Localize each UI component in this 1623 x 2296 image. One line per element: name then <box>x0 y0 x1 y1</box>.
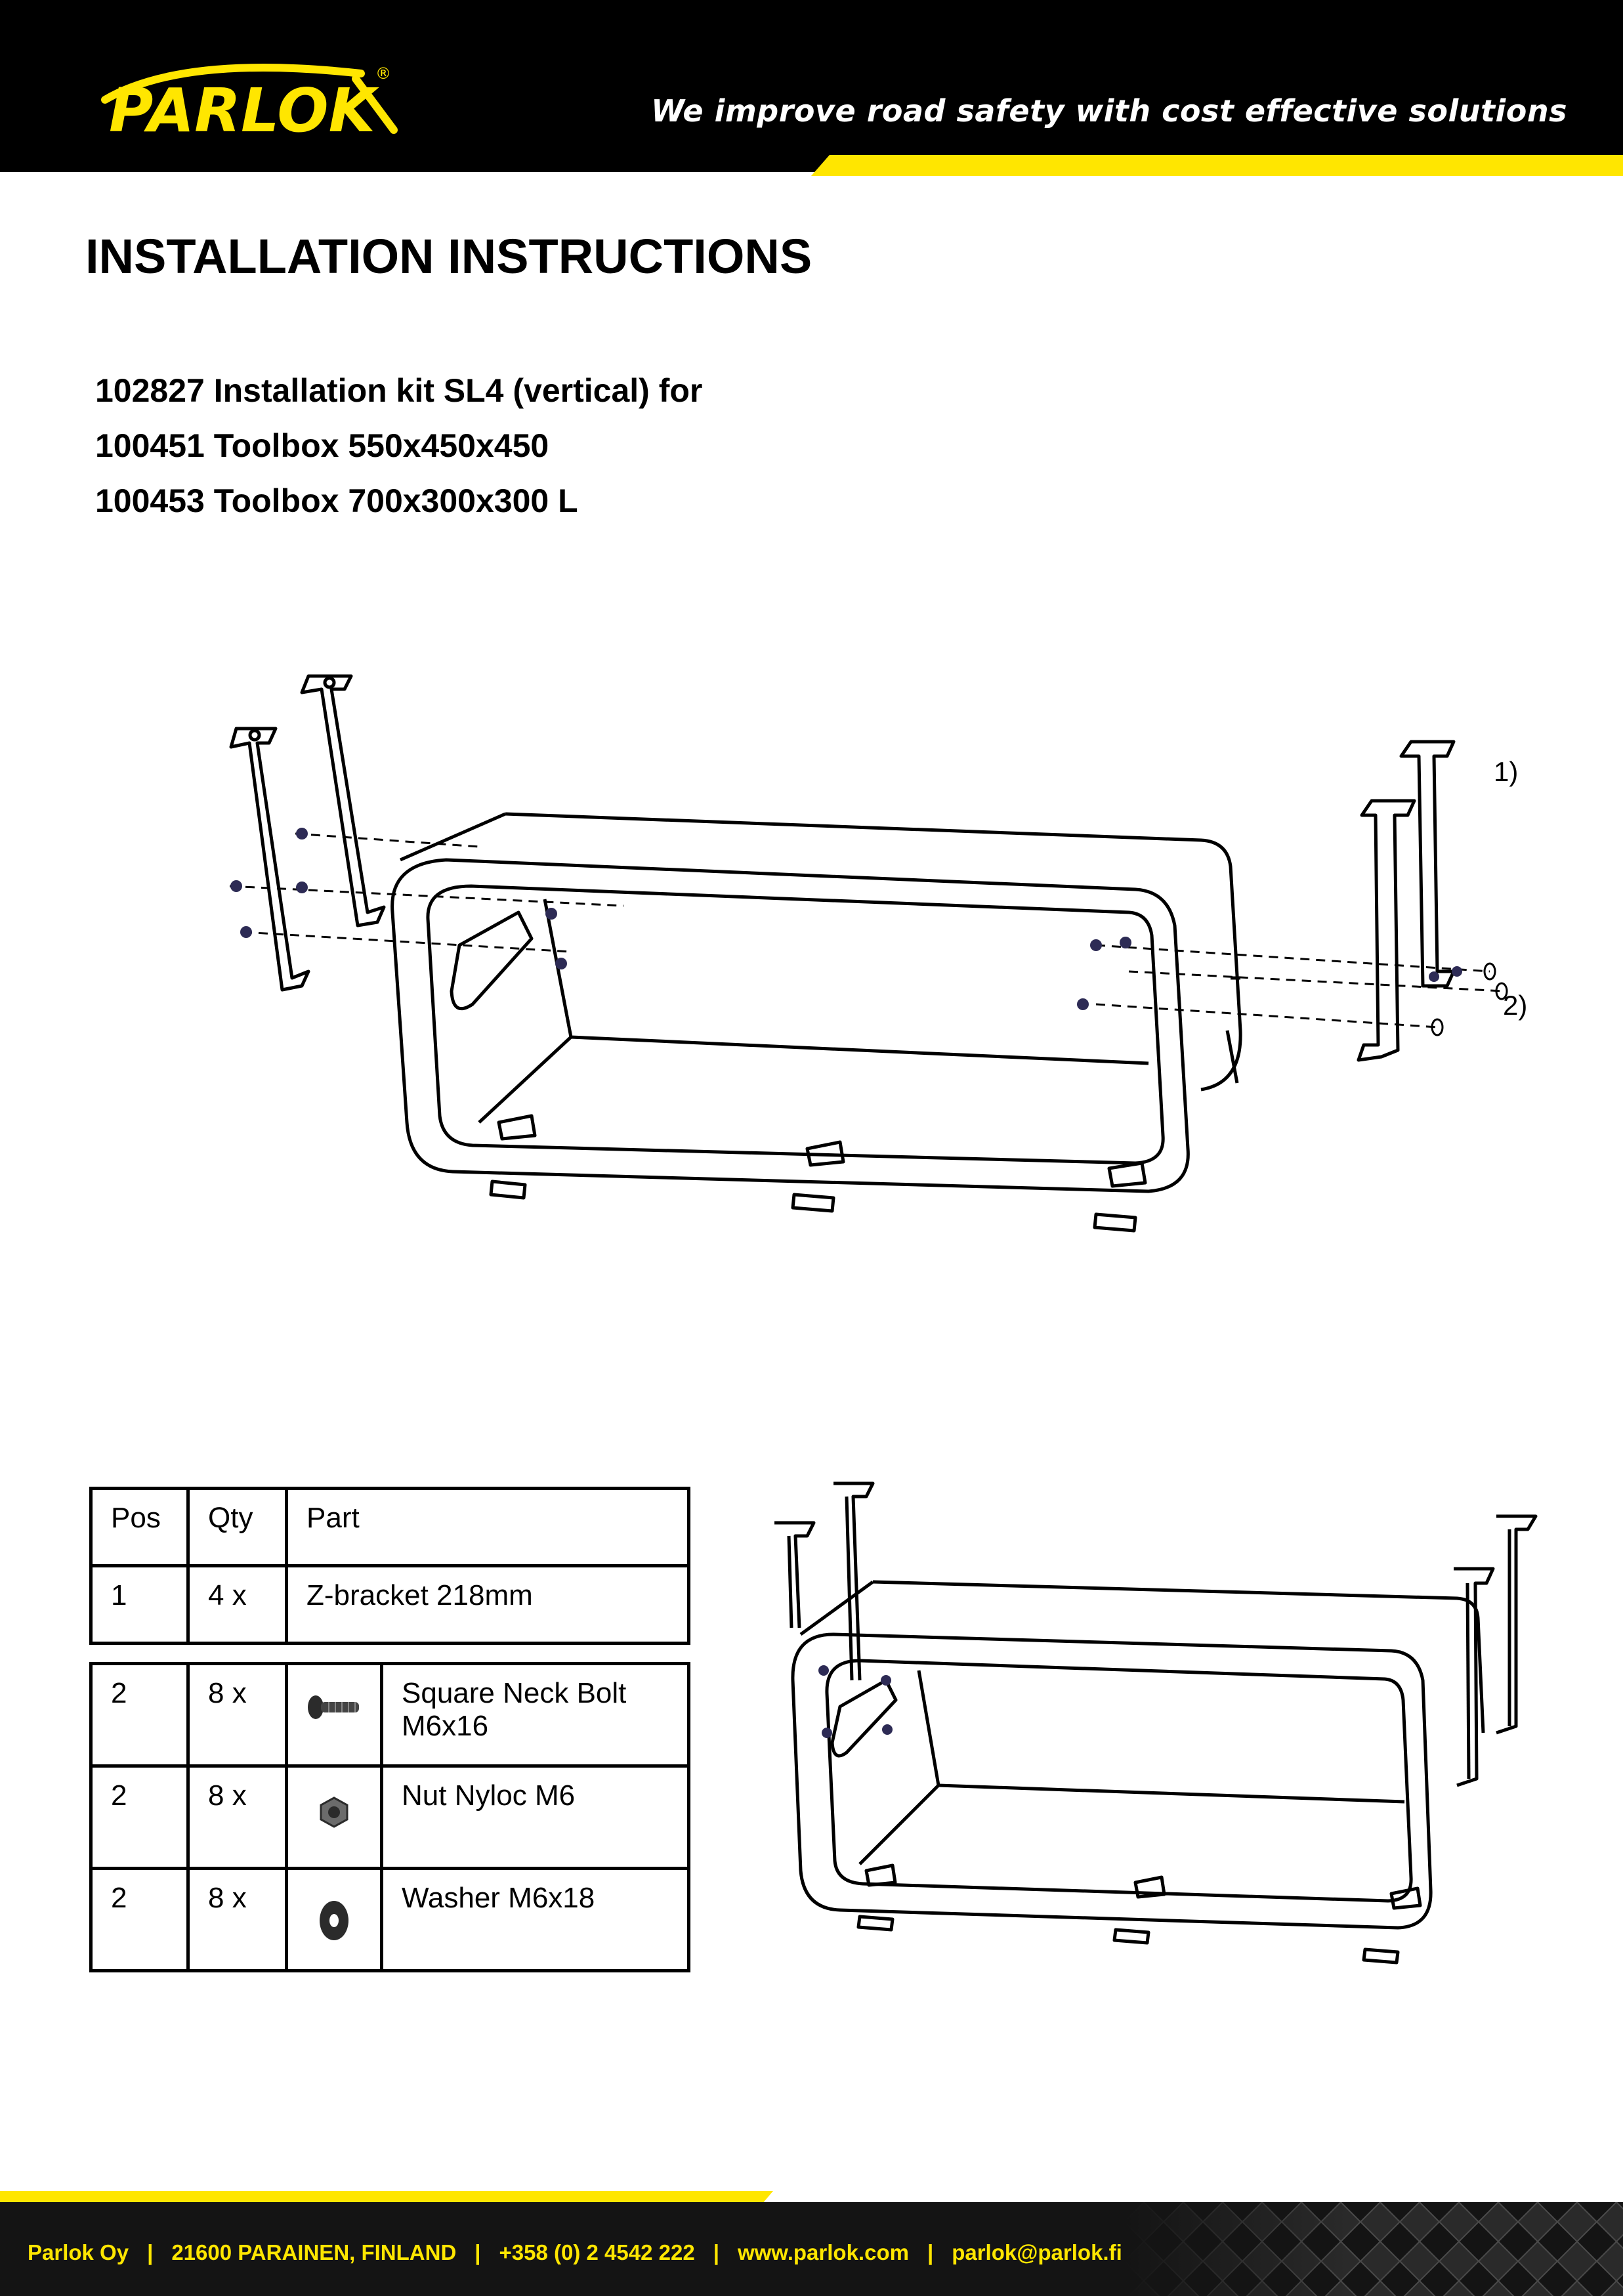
z-bracket-right-pair <box>1454 1514 1538 1787</box>
fasteners <box>230 828 1462 1010</box>
cell-pos: 1 <box>89 1564 190 1645</box>
fastener-lines <box>229 832 1504 1029</box>
parts-table-hardware: 2 8 x Square Neck Bolt M6x16 2 8 x Nut N… <box>89 1662 690 1972</box>
nut-icon <box>320 1796 348 1828</box>
footer-diamond-pattern <box>1124 2202 1623 2296</box>
toolbox-outline <box>791 1580 1485 1965</box>
cell-part: Square Neck Bolt M6x16 <box>380 1662 690 1768</box>
cell-qty: 8 x <box>186 1867 288 1972</box>
page-footer: Parlok Oy | 21600 PARAINEN, FINLAND | +358 (… <box>0 2202 1623 2296</box>
logo-wordmark: PARLOK <box>109 75 379 138</box>
cell-part: Washer M6x18 <box>380 1867 690 1972</box>
cell-pos: 2 <box>89 1662 190 1768</box>
fasteners <box>818 1665 893 1738</box>
table-row: 1 4 x Z-bracket 218mm <box>89 1564 690 1645</box>
washer-icon <box>320 1901 348 1940</box>
z-bracket-left-front <box>229 727 310 992</box>
footer-separator: | <box>927 2240 934 2264</box>
cell-icon <box>285 1867 383 1972</box>
header-qty: Qty <box>186 1487 288 1567</box>
bolt-icon <box>308 1695 359 1719</box>
exploded-view-drawing <box>203 663 1549 1267</box>
cell-qty: 8 x <box>186 1764 288 1870</box>
page-header: PARLOK ® We improve road safety with cos… <box>0 0 1623 172</box>
header-part: Part <box>285 1487 690 1567</box>
z-bracket-left-rear <box>300 674 386 927</box>
footer-separator: | <box>147 2240 154 2264</box>
parlok-logo: PARLOK ® <box>85 59 400 138</box>
footer-website-link[interactable]: www.parlok.com <box>737 2240 909 2264</box>
cell-part: Nut Nyloc M6 <box>380 1764 690 1870</box>
cell-pos: 2 <box>89 1764 190 1870</box>
toolbox-outline <box>390 812 1242 1233</box>
callout-1: 1) <box>1494 756 1519 787</box>
z-bracket-right-rear <box>1399 740 1456 988</box>
assembled-view-drawing <box>761 1470 1549 1982</box>
cell-qty: 4 x <box>186 1564 288 1645</box>
header-yellow-stripe <box>811 155 1623 176</box>
z-bracket-left-pair <box>774 1481 875 1681</box>
kit-description-line: 102827 Installation kit SL4 (vertical) f… <box>95 372 703 409</box>
footer-company: Parlok Oy <box>28 2240 129 2264</box>
z-bracket-right-front <box>1357 799 1416 1062</box>
footer-email-link[interactable]: parlok@parlok.fi <box>952 2240 1122 2264</box>
table-row: 2 8 x Nut Nyloc M6 <box>89 1764 690 1870</box>
table-row: 2 8 x Square Neck Bolt M6x16 <box>89 1662 690 1768</box>
cell-part: Z-bracket 218mm <box>285 1564 690 1645</box>
footer-contact-line: Parlok Oy | 21600 PARAINEN, FINLAND | +358 (… <box>28 2240 1122 2265</box>
footer-separator: | <box>713 2240 719 2264</box>
parts-table-brackets: Pos Qty Part 1 4 x Z-bracket 218mm <box>89 1487 690 1645</box>
footer-address: 21600 PARAINEN, FINLAND <box>171 2240 457 2264</box>
bolt-heads <box>1431 962 1508 1036</box>
header-pos: Pos <box>89 1487 190 1567</box>
cell-icon <box>285 1662 383 1768</box>
cell-qty: 8 x <box>186 1662 288 1768</box>
cell-icon <box>285 1764 383 1870</box>
table-header-row: Pos Qty Part <box>89 1487 690 1567</box>
table-row: 2 8 x Washer M6x18 <box>89 1867 690 1972</box>
toolbox-line: 100453 Toolbox 700x300x300 L <box>95 482 578 519</box>
page-title: INSTALLATION INSTRUCTIONS <box>85 229 812 284</box>
logo-graphic: PARLOK ® <box>101 64 398 138</box>
cell-pos: 2 <box>89 1867 190 1972</box>
footer-separator: | <box>474 2240 481 2264</box>
toolbox-line: 100451 Toolbox 550x450x450 <box>95 427 549 464</box>
registered-mark: ® <box>375 64 391 83</box>
slogan: We improve road safety with cost effecti… <box>651 93 1567 129</box>
footer-phone: +358 (0) 2 4542 222 <box>499 2240 695 2264</box>
callout-2: 2) <box>1503 990 1528 1021</box>
